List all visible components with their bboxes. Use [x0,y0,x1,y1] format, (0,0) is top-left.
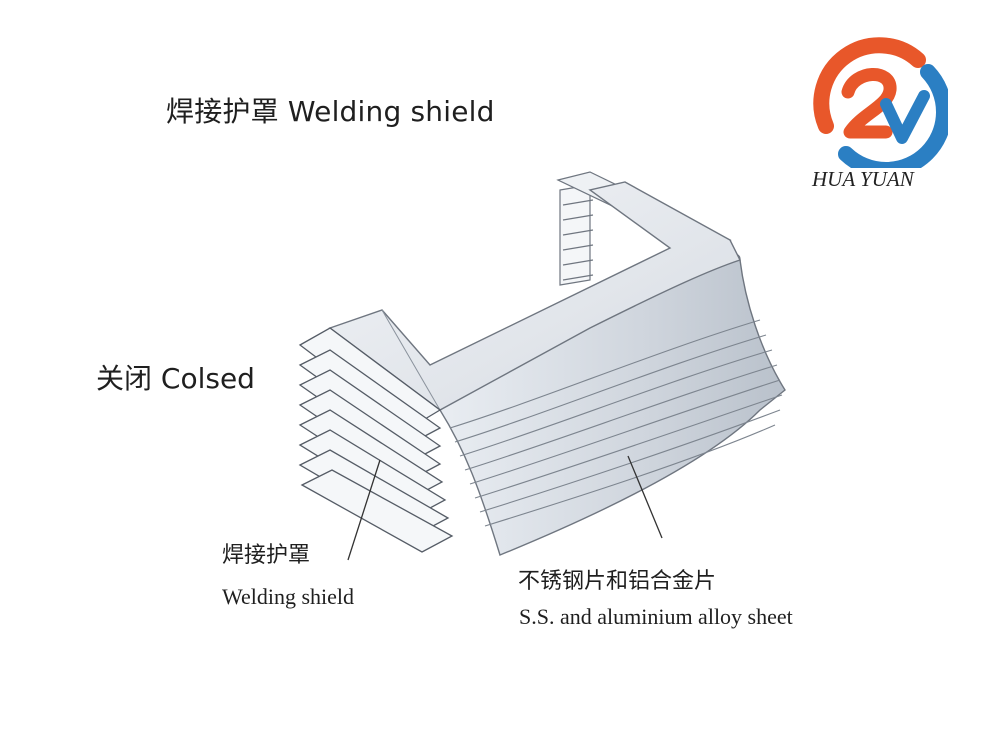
page-title: 焊接护罩 Welding shield [166,95,495,128]
sheet-layers [449,319,783,527]
sheet-label-zh: 不锈钢片和铝合金片 [518,568,717,593]
rear-stack [559,184,594,286]
leader-line-sheet [627,455,663,539]
welding-shield-illustration [298,171,786,561]
brand-name: HUA YUAN [812,167,914,191]
sheet-label-en: S.S. and aluminium alloy sheet [519,604,793,629]
front-pleat-stack [298,327,454,553]
hua-yuan-logo-icon [813,37,948,168]
top-frame [328,181,741,411]
leader-line-welding-shield [347,459,381,561]
welding-shield-label-zh: 焊接护罩 [222,542,311,567]
closed-state-label: 关闭 Colsed [96,362,255,395]
welding-shield-label-en: Welding shield [222,584,355,609]
